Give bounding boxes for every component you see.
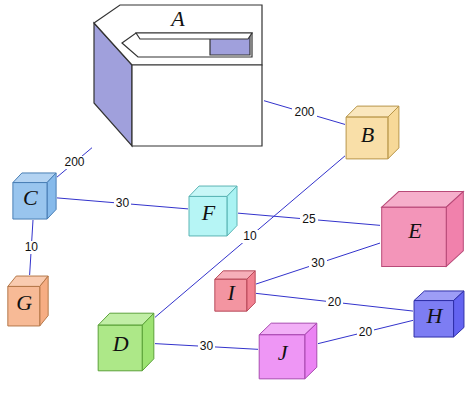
- edge-weight: 30: [309, 257, 326, 270]
- edge-weight: 30: [114, 197, 131, 210]
- edge-weight: 10: [241, 230, 258, 243]
- block-node: G: [7, 275, 49, 327]
- block-node: H: [413, 290, 465, 338]
- block-node: F: [188, 185, 238, 237]
- cube-face: [446, 192, 463, 267]
- cube-shape: [258, 322, 318, 380]
- cube-face: [454, 291, 464, 337]
- cube-shape: [214, 270, 256, 312]
- node-letter: A: [92, 7, 264, 31]
- weighted-edge: [155, 156, 345, 317]
- edge-weight: 200: [62, 156, 86, 169]
- node-letter: J: [258, 341, 307, 365]
- edge-weight: 25: [300, 213, 317, 226]
- cube-face: [40, 276, 48, 326]
- node-letter: E: [380, 219, 450, 243]
- edge-weight: 20: [357, 326, 374, 339]
- node-letter: F: [188, 201, 229, 225]
- node-letter: C: [12, 186, 49, 210]
- node-letter: I: [214, 281, 248, 305]
- block-node: B: [345, 105, 400, 160]
- node-letter: H: [413, 304, 456, 328]
- node-letter: G: [7, 291, 41, 315]
- edge-weight: 10: [23, 241, 40, 254]
- block-node: I: [214, 270, 256, 312]
- cube-face: [227, 186, 237, 236]
- cube-face: [247, 271, 255, 311]
- block-node: C: [12, 172, 57, 220]
- weighted-edge: [264, 101, 345, 125]
- edge-weight: 30: [198, 340, 215, 353]
- weighted-edge: [238, 213, 380, 225]
- node-letter: D: [97, 332, 145, 356]
- weighted-edge: [57, 148, 92, 177]
- box-inner-rim: [136, 33, 252, 39]
- cube-face: [47, 173, 56, 219]
- weighted-edge: [256, 293, 413, 311]
- container-node: A: [92, 3, 264, 148]
- block-node: D: [97, 312, 155, 372]
- cube-face: [142, 313, 154, 371]
- weighted-edge: [256, 243, 380, 284]
- cube-face: [388, 106, 399, 159]
- weighted-edge: [318, 320, 413, 343]
- cube-face: [305, 323, 317, 379]
- cube-shape: [380, 190, 465, 268]
- edge-weight: 20: [326, 296, 343, 309]
- block-node: J: [258, 322, 318, 380]
- box-front: [132, 65, 262, 146]
- block-node: E: [380, 190, 465, 268]
- box-opening: [122, 33, 252, 57]
- node-letter: B: [345, 123, 390, 147]
- edge-weight: 200: [292, 106, 316, 119]
